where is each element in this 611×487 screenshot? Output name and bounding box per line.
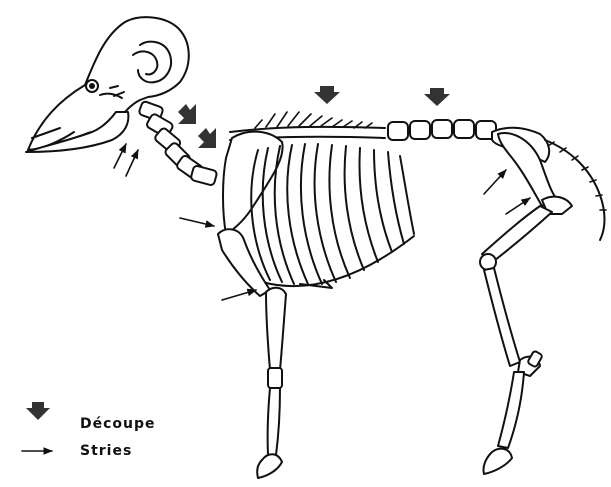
legend-striae-label: Stries	[80, 443, 132, 459]
lumbar-vertebrae	[388, 120, 496, 140]
striae-humerus-icon	[222, 290, 256, 300]
striae-pelvis-icon	[484, 170, 506, 194]
rib-cage	[251, 144, 414, 288]
striae-markers	[114, 144, 530, 300]
striae-scapula-icon	[180, 218, 214, 226]
cut-mark-neck-upper-icon	[178, 104, 196, 124]
legend-cut-icon	[26, 402, 50, 420]
cut-mark-thoracic-icon	[314, 86, 340, 104]
striae-mandible-2-icon	[126, 150, 138, 176]
legend-cut-label: Découpe	[80, 416, 156, 432]
legend-icons	[22, 402, 52, 451]
striae-femur-icon	[506, 198, 530, 214]
cut-mark-neck-lower-icon	[198, 128, 216, 148]
cut-mark-lumbar-icon	[424, 88, 450, 106]
striae-mandible-1-icon	[114, 144, 126, 168]
cut-markers	[178, 86, 450, 148]
